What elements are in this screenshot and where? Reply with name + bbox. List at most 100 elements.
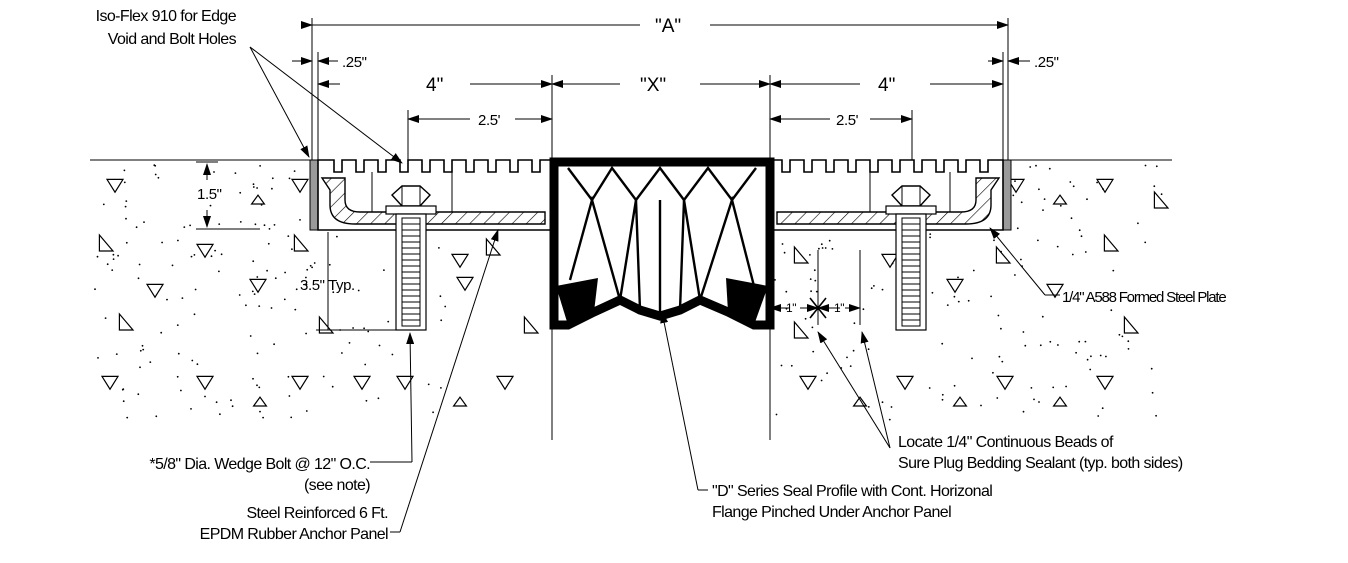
aggregate-dot (207, 169, 210, 172)
aggregate-dot (270, 307, 273, 309)
aggregate-dot (294, 308, 297, 311)
aggregate-dot (115, 353, 118, 355)
aggregate-dot (204, 395, 206, 398)
aggregate-dot (352, 327, 354, 329)
aggregate-dot (176, 324, 179, 326)
aggregate-dot (432, 411, 434, 414)
aggregate-dot (998, 355, 1001, 358)
aggregate-dot (1101, 407, 1104, 410)
aggregate-dot (824, 247, 827, 249)
aggregate-dot (196, 363, 199, 366)
aggregate-dot (263, 224, 266, 227)
aggregate-dot (972, 269, 975, 272)
aggregate-dot (931, 291, 934, 294)
aggregate-dot (299, 219, 301, 221)
aggregate-dot (252, 186, 255, 188)
aggregate-triangle (495, 375, 515, 391)
aggregate-dot (957, 300, 960, 303)
aggregate-dot (141, 344, 144, 347)
aggregate-triangle (1123, 315, 1140, 334)
aggregate-triangle (248, 278, 268, 294)
aggregate-dot (1065, 385, 1067, 388)
aggregate-dot (1137, 222, 1139, 225)
aggregate-triangle (798, 375, 818, 391)
aggregate-dot (230, 399, 232, 402)
aggregate-dot (946, 304, 949, 306)
aggregate-dot (1084, 251, 1087, 253)
aggregate-dot (439, 295, 442, 298)
aggregate-dot (273, 343, 275, 346)
aggregate-dot (890, 406, 893, 408)
aggregate-triangle (793, 320, 810, 339)
aggregate-dot (1150, 367, 1153, 370)
aggregate-triangle (293, 233, 310, 252)
wedge-bolt-left (385, 185, 437, 331)
aggregate-dot (364, 363, 367, 366)
callout-seal-line1: "D" Series Seal Profile with Cont. Horiz… (712, 483, 992, 500)
aggregate-triangle (98, 233, 115, 252)
aggregate-dot (121, 388, 124, 391)
aggregate-dot (828, 239, 831, 242)
aggregate-dot (1086, 358, 1089, 361)
callout-isoflex-line1: Iso-Flex 910 for Edge (96, 8, 237, 25)
aggregate-dot (852, 349, 855, 352)
aggregate-dot (1020, 201, 1023, 204)
aggregate-dot (928, 387, 931, 389)
aggregate-dot (804, 317, 807, 320)
callout-labels: Iso-Flex 910 for Edge Void and Bolt Hole… (96, 8, 1228, 543)
aggregate-dot (867, 406, 870, 408)
aggregate-dot (1030, 387, 1033, 389)
edge-void-left (309, 159, 319, 231)
aggregate-dot (992, 371, 994, 374)
aggregate-dot (155, 415, 158, 418)
aggregate-dot (143, 221, 145, 224)
aggregate-dot (180, 389, 182, 392)
aggregate-dot (1014, 274, 1016, 276)
aggregate-dot (1029, 166, 1032, 168)
concrete-aggregate (94, 164, 1170, 421)
aggregate-dot (117, 254, 119, 257)
aggregate-dot (1037, 239, 1039, 242)
aggregate-triangle (1153, 190, 1170, 209)
aggregate-dot (990, 295, 992, 298)
aggregate-dot (1039, 344, 1042, 347)
aggregate-dot (1016, 227, 1019, 230)
aggregate-dot (256, 384, 258, 387)
aggregate-dot (774, 279, 776, 281)
aggregate-triangle (195, 243, 215, 259)
aggregate-dot (290, 416, 293, 419)
callout-panel-line1: Steel Reinforced 6 Ft. (246, 505, 388, 522)
aggregate-dot (440, 387, 442, 389)
aggregate-dot (309, 264, 312, 267)
aggregate-dot (106, 263, 109, 266)
aggregate-dot (357, 289, 360, 292)
aggregate-dot (210, 255, 213, 258)
aggregate-dot (161, 241, 164, 244)
aggregate-dot (123, 181, 126, 184)
aggregate-dot (96, 255, 99, 258)
aggregate-triangle (945, 278, 965, 294)
aggregate-triangle (455, 276, 475, 292)
aggregate-dot (220, 253, 223, 256)
aggregate-dot (363, 327, 365, 330)
aggregate-dot (125, 217, 127, 220)
dim-gap: "X" (640, 75, 666, 96)
aggregate-triangle (250, 194, 266, 205)
aggregate-triangle (1052, 396, 1068, 407)
aggregate-dot (820, 243, 823, 246)
aggregate-dot (891, 262, 894, 265)
aggregate-triangle (318, 315, 335, 334)
aggregate-dot (313, 262, 316, 264)
aggregate-dot (231, 405, 234, 408)
aggregate-dot (996, 397, 999, 399)
aggregate-dot (810, 290, 812, 293)
aggregate-dot (254, 223, 257, 226)
aggregate-dot (377, 397, 380, 400)
d-series-seal-profile (549, 157, 775, 330)
aggregate-dot (267, 242, 270, 245)
aggregate-dot (1041, 315, 1044, 318)
aggregate-dot (873, 285, 875, 287)
aggregate-triangle (118, 312, 135, 331)
aggregate-triangle (952, 396, 968, 407)
